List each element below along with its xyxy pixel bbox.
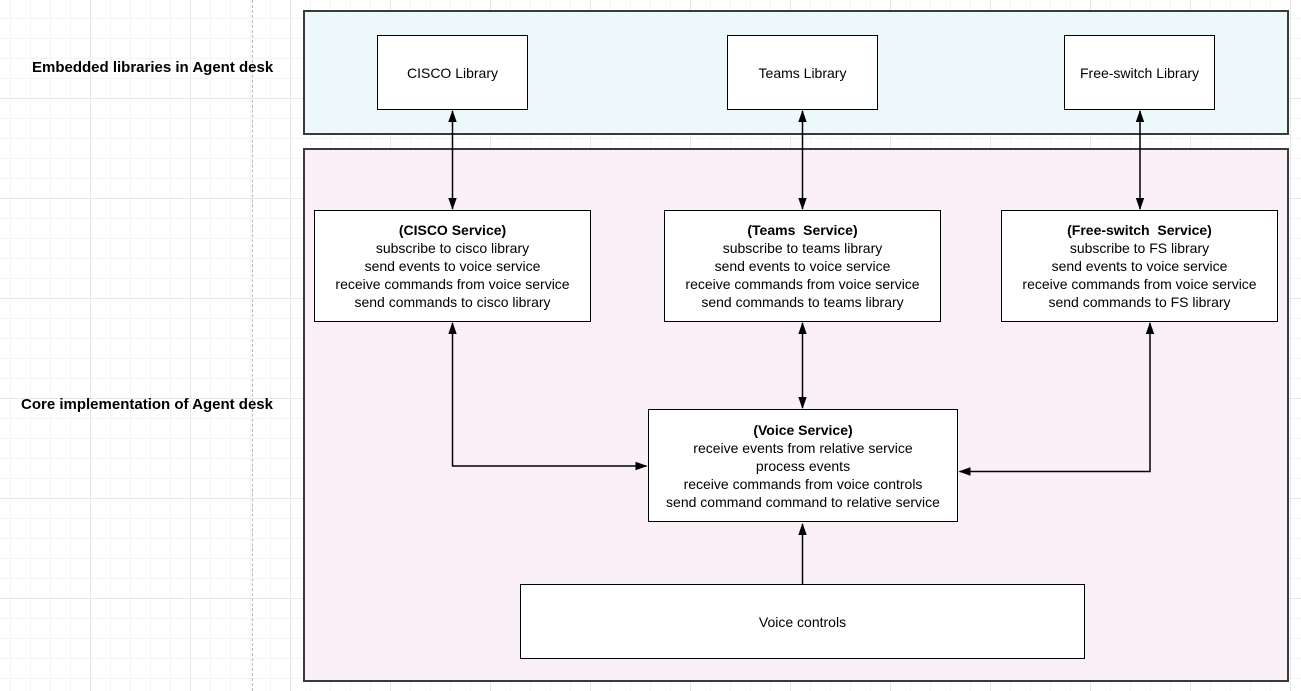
node-freeswitch-service[interactable]: (Free-switch Service) subscribe to FS li…: [1001, 210, 1278, 322]
node-voice-service-line: receive events from relative service: [693, 439, 913, 456]
node-freeswitch-library-label: Free-switch Library: [1079, 64, 1200, 81]
label-core-implementation: Core implementation of Agent desk: [21, 396, 273, 413]
node-teams-service-line: send events to voice service: [714, 258, 891, 274]
node-voice-controls-label: Voice controls: [758, 613, 847, 630]
node-cisco-service-line: subscribe to cisco library: [375, 240, 530, 256]
label-embedded-libraries: Embedded libraries in Agent desk: [32, 59, 274, 76]
node-freeswitch-service-line: subscribe to FS library: [1069, 240, 1210, 256]
node-freeswitch-library[interactable]: Free-switch Library: [1064, 35, 1215, 110]
node-freeswitch-service-line: send events to voice service: [1051, 258, 1228, 274]
node-teams-service-line: receive commands from voice service: [685, 276, 920, 292]
node-voice-controls[interactable]: Voice controls: [520, 584, 1085, 659]
node-teams-library[interactable]: Teams Library: [727, 35, 878, 110]
node-freeswitch-service-line: receive commands from voice service: [1022, 276, 1257, 292]
node-cisco-library-label: CISCO Library: [406, 64, 499, 81]
node-cisco-library[interactable]: CISCO Library: [377, 35, 528, 110]
node-freeswitch-service-title: (Free-switch Service): [1067, 222, 1212, 238]
node-cisco-service[interactable]: (CISCO Service) subscribe to cisco libra…: [314, 210, 591, 322]
node-teams-service-title: (Teams Service): [747, 222, 858, 238]
node-cisco-service-line: send events to voice service: [364, 258, 541, 274]
node-teams-service-line: subscribe to teams library: [722, 240, 883, 256]
node-voice-service-line: send command command to relative service: [666, 493, 940, 510]
node-voice-service-line: process events: [755, 457, 851, 474]
node-cisco-service-title: (CISCO Service): [398, 222, 507, 238]
node-teams-service-line: send commands to teams library: [701, 294, 904, 310]
node-voice-service[interactable]: (Voice Service) receive events from rela…: [648, 409, 958, 522]
node-freeswitch-service-line: send commands to FS library: [1048, 294, 1231, 310]
node-teams-service[interactable]: (Teams Service) subscribe to teams libra…: [664, 210, 941, 322]
node-cisco-service-line: receive commands from voice service: [335, 276, 570, 292]
node-cisco-service-line: send commands to cisco library: [354, 294, 551, 310]
node-voice-service-title: (Voice Service): [753, 421, 853, 438]
node-voice-service-line: receive commands from voice controls: [683, 475, 923, 492]
node-teams-library-label: Teams Library: [758, 64, 847, 81]
page-break-line: [252, 0, 253, 691]
